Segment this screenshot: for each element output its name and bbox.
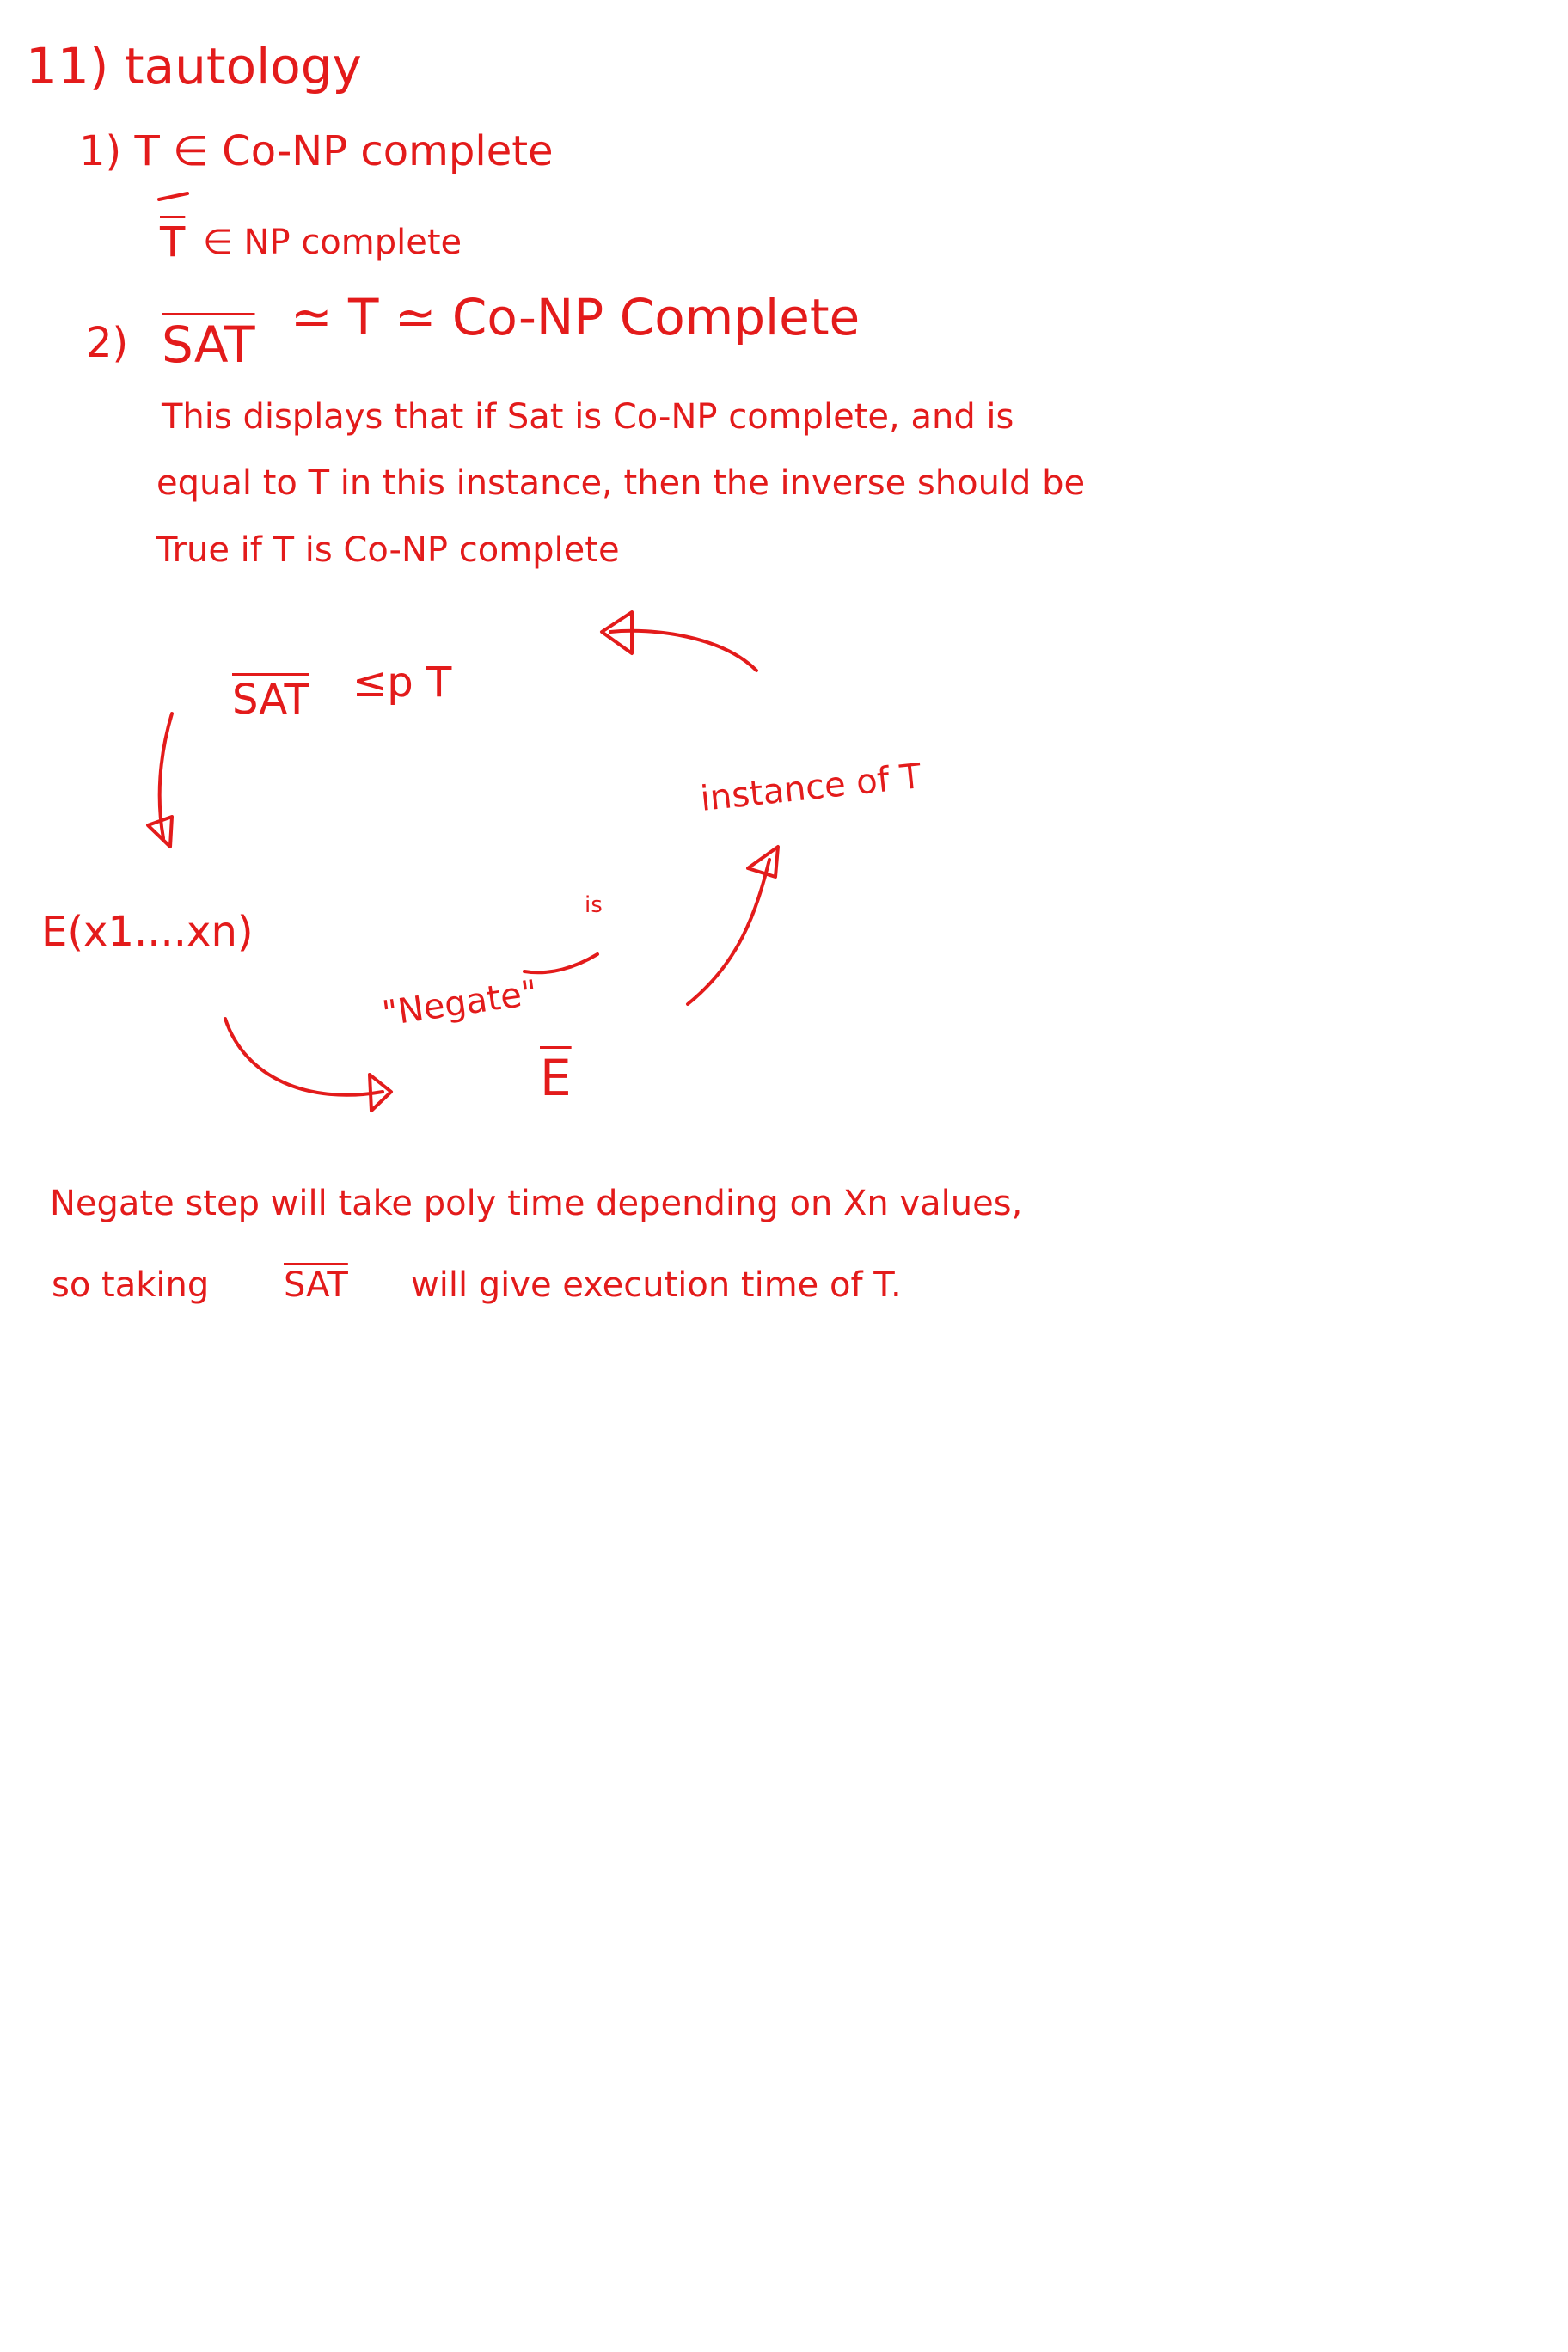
problem-heading: 11) tautology — [26, 37, 362, 95]
conclusion-line2-suffix: will give execution time of T. — [411, 1265, 902, 1305]
negated-e-symbol: E — [540, 1049, 572, 1107]
arrow-to-instance — [686, 858, 771, 1006]
arrow-to-instance-head — [746, 845, 780, 879]
conclusion-line2-sat: SAT — [284, 1265, 348, 1305]
part2-explanation-line1: This displays that if Sat is Co-NP compl… — [162, 397, 1014, 437]
conclusion-line1: Negate step will take poly time dependin… — [50, 1184, 1023, 1223]
part2-relation: ≃ T ≃ Co-NP Complete — [291, 288, 861, 346]
part1-underline — [157, 192, 189, 201]
instance-label: instance of T — [698, 756, 923, 819]
arrow-to-negate-head — [368, 1073, 393, 1112]
part2-explanation-line2: equal to T in this instance, then the in… — [156, 463, 1086, 503]
reduction-sat-symbol: SAT — [232, 676, 309, 724]
part1-line1: 1) T ∈ Co-NP complete — [79, 127, 554, 175]
part1-complement-symbol: T — [160, 218, 186, 266]
part2-number: 2) — [86, 319, 129, 367]
part1-line2: ∈ NP complete — [203, 223, 462, 262]
arrow-to-negate — [224, 1017, 384, 1097]
reduction-relation: ≤p T — [352, 658, 452, 707]
formula-label: E(x1....xn) — [41, 908, 254, 956]
arrow-to-reduction-head — [600, 610, 634, 655]
arrow-to-formula-head — [146, 815, 174, 848]
arrow-to-formula — [157, 712, 174, 840]
arrow-to-reduction — [609, 628, 758, 672]
negate-accent-stroke — [523, 952, 599, 975]
part2-explanation-line3: True if T is Co-NP complete — [156, 530, 620, 570]
negate-label: "Negate" — [379, 972, 540, 1034]
part2-sat-symbol: SAT — [162, 315, 255, 374]
conclusion-line2-prefix: so taking — [52, 1265, 210, 1305]
negate-small-label: is — [585, 892, 603, 918]
